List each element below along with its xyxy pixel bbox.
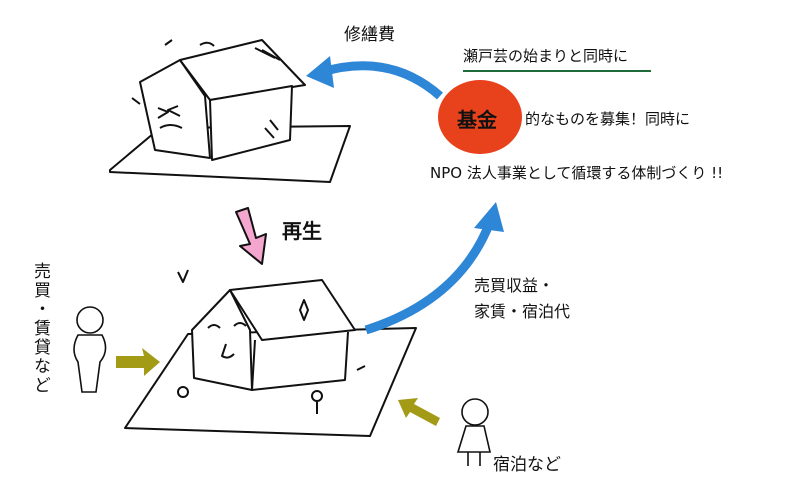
repair-cost-label: 修繕費 (344, 25, 395, 45)
fund-circle (438, 80, 522, 154)
regeneration-label: 再生 (282, 219, 322, 243)
old-house-illustration (109, 39, 351, 183)
new-house-ground (124, 327, 417, 437)
blue-arrow-to-old-house (306, 56, 443, 100)
olive-arrow-right-person (398, 398, 440, 426)
new-house-illustration (124, 269, 417, 437)
revenue-label-line2: 家賃・宿泊代 (474, 302, 571, 321)
fund-suffix-label: 的なものを募集！同時に (525, 110, 691, 128)
pink-arrow-down (235, 207, 267, 265)
blue-arrow-to-fund (364, 202, 504, 335)
revenue-label-line1: 売買収益・ (474, 276, 555, 295)
sale-rent-label: 売買・賃貸など (30, 262, 50, 395)
fund-label: 基金 (457, 108, 497, 132)
olive-arrow-left-person (116, 348, 160, 376)
lodging-label: 宿泊など (493, 455, 561, 475)
setogei-start-label: 瀬戸芸の始まりと同時に (463, 47, 629, 65)
person-left (73, 306, 107, 393)
person-right (456, 398, 492, 466)
npo-line-label: NPO 法人事業として循環する体制づくり !! (430, 164, 724, 182)
